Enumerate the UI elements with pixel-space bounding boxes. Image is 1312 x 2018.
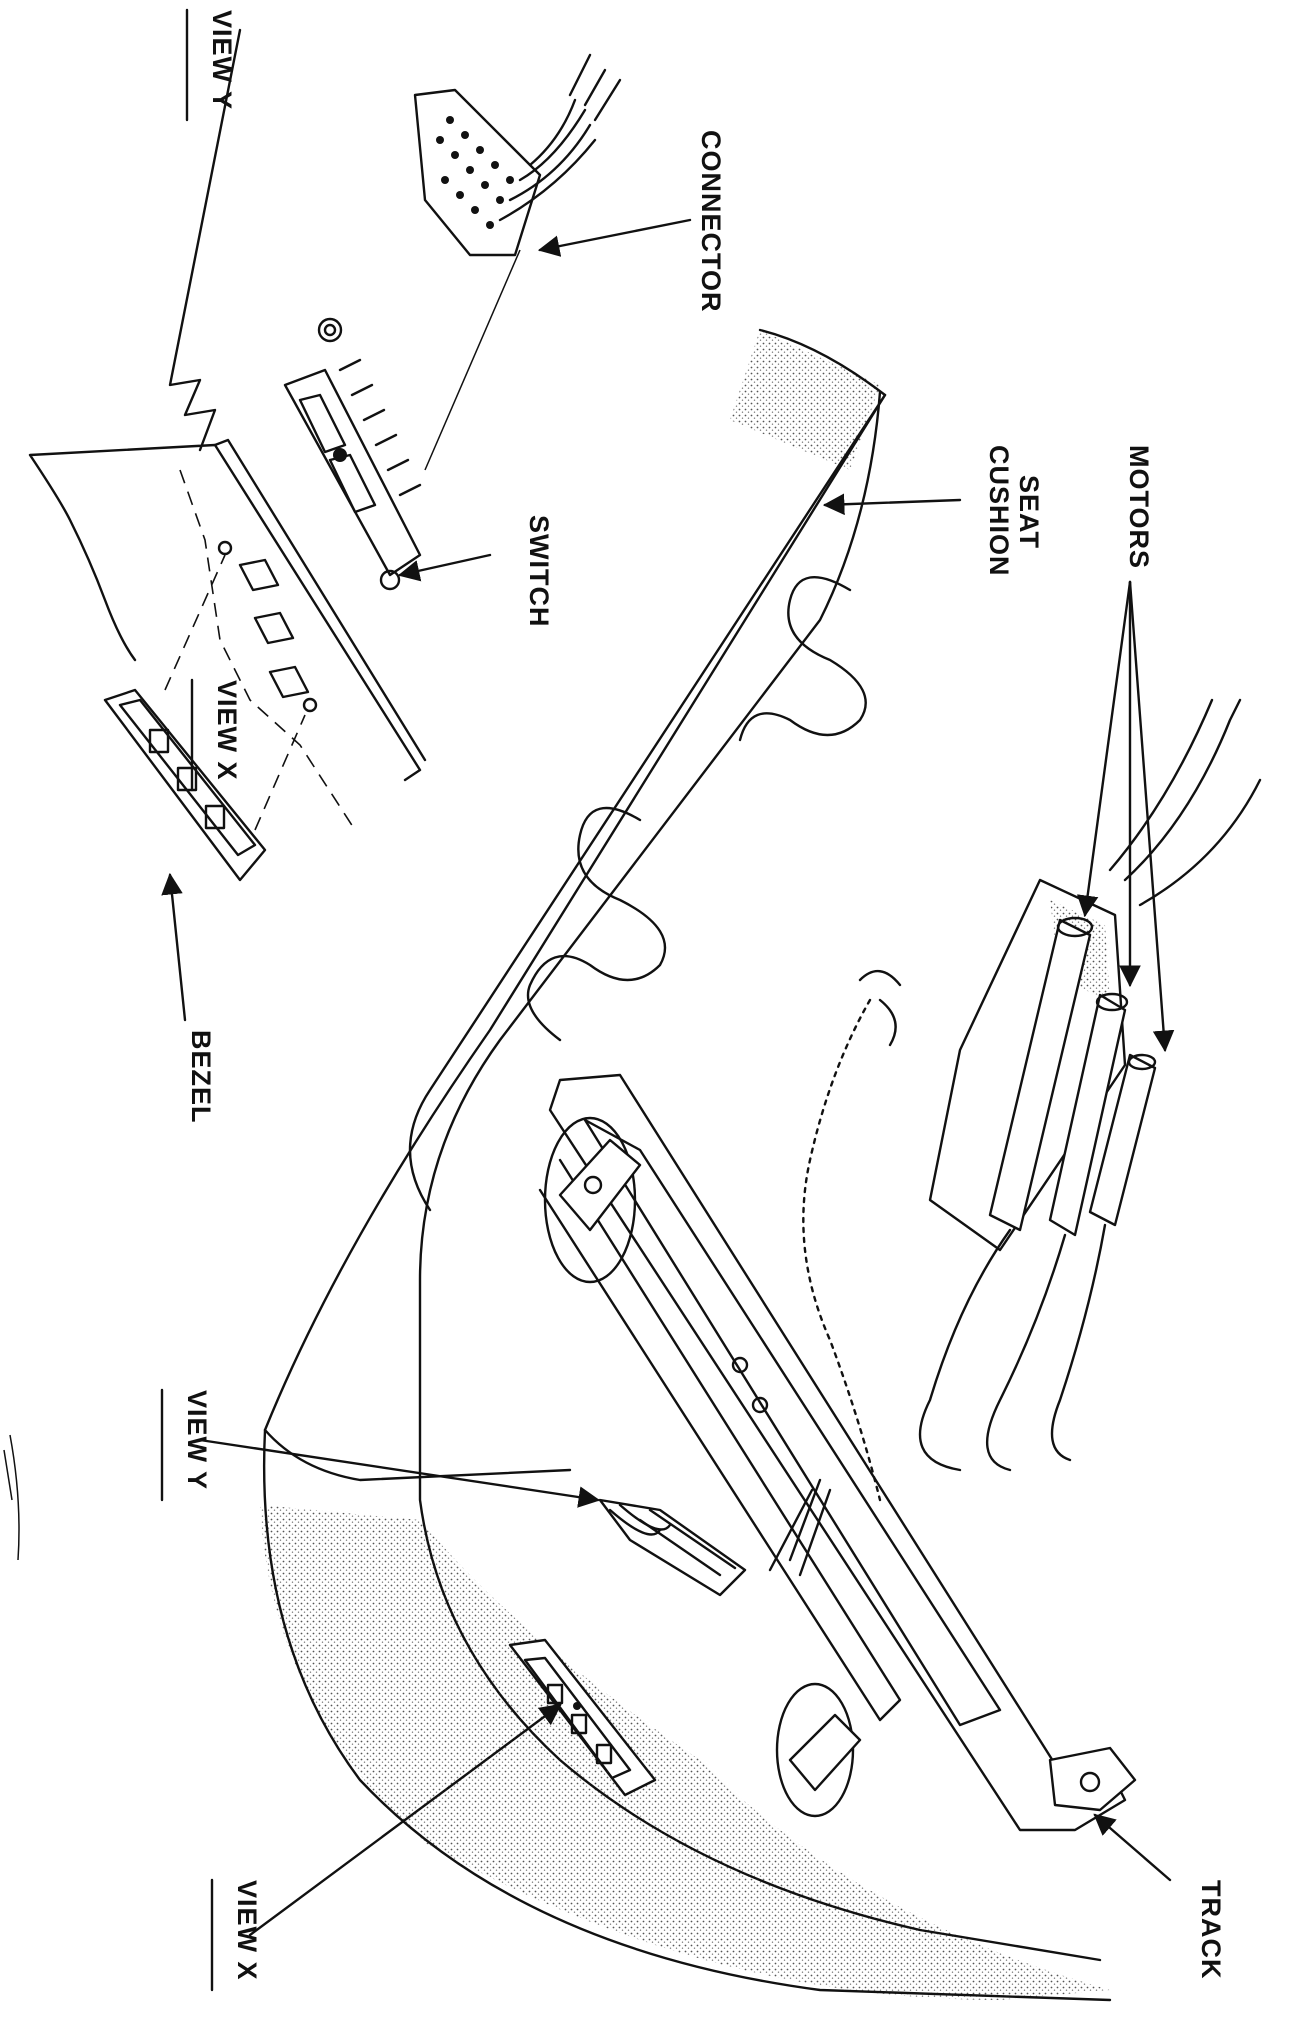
connector-body [413, 88, 542, 257]
switch-terminals [338, 358, 422, 497]
label-view-y-top: VIEW Y [207, 10, 237, 110]
front-mount [775, 1682, 862, 1818]
cushion-bottom-fold [263, 1428, 572, 1482]
connector-to-switch-line [424, 249, 521, 471]
label-seat: SEAT [1014, 475, 1044, 549]
label-connector: CONNECTOR [696, 130, 726, 313]
label-switch: SWITCH [524, 515, 554, 627]
label-motors: MOTORS [1124, 445, 1154, 569]
track-mount-hole [1079, 1771, 1101, 1793]
cushion-outline [262, 328, 1112, 2002]
motor-1 [988, 916, 1094, 1232]
edge-scan-marks [3, 1434, 20, 1561]
drive-cable-2 [986, 1233, 1067, 1472]
bezel-in-seat [508, 1638, 657, 1797]
track-bolt-2 [751, 1396, 769, 1414]
seat-spring-2 [526, 806, 667, 1042]
bezel-outline-dashed [179, 469, 356, 831]
seat-cushion-arrow [822, 493, 962, 516]
connector-arrow [537, 218, 692, 257]
connector-pins [436, 116, 514, 229]
seat-spring-1 [738, 576, 867, 742]
switch-panel [28, 28, 422, 782]
cushion-rear-shading [730, 330, 880, 470]
wire-bundle-top [1123, 698, 1242, 882]
drive-cable-3 [1050, 1223, 1107, 1462]
bezel-arrow [161, 872, 187, 1022]
label-cushion: CUSHION [984, 445, 1014, 577]
connector-wires [498, 98, 597, 222]
track-mount-tab [1048, 1746, 1137, 1812]
label-view-x-bottom: VIEW X [232, 1880, 262, 1981]
wiring-harness [802, 998, 882, 1502]
track-rail-lower [538, 1158, 902, 1722]
switch-detail [28, 28, 521, 882]
labels: VIEW Y CONNECTOR SEAT CUSHION MOTORS SWI… [160, 8, 1226, 1992]
track-bolt-1 [731, 1356, 749, 1374]
seat-cushion-body [260, 328, 1112, 2002]
motor-3 [1088, 1053, 1157, 1227]
connector-wire-sleeve [568, 53, 622, 122]
leader-lines [161, 218, 1175, 1937]
label-track: TRACK [1196, 1880, 1226, 1980]
switch-body [283, 368, 422, 577]
motors-arrow-3 [1128, 580, 1175, 1053]
seat-adjuster-assembly [538, 698, 1262, 1832]
label-bezel: BEZEL [186, 1030, 216, 1124]
motors-arrow-1 [1076, 580, 1132, 918]
label-view-x-top: VIEW X [212, 680, 242, 781]
rear-mount [543, 1116, 642, 1284]
view-y-arrow [198, 1438, 601, 1508]
cushion-side-shading [260, 1505, 1110, 2000]
switch-arrow [397, 553, 492, 582]
harness-to-connector [768, 1478, 832, 1577]
drive-cable-1 [918, 1228, 1012, 1472]
track-rail-inner [583, 1118, 1002, 1727]
track-arrow [1093, 1813, 1172, 1882]
connector-detail [413, 53, 622, 257]
connector-in-seat [598, 1498, 747, 1597]
motor-2 [1048, 992, 1129, 1237]
cushion-inner-rim [418, 390, 1102, 1962]
switch-screw-top [317, 317, 343, 343]
cushion-top-edge [408, 393, 887, 1212]
view-x-arrow [248, 1703, 562, 1937]
label-view-y-bottom: VIEW Y [182, 1390, 212, 1490]
